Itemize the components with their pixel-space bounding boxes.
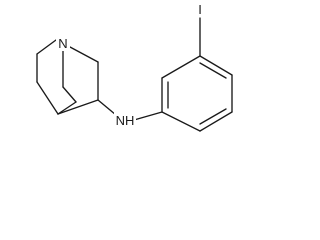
bond-r5-r6-inner (199, 108, 227, 125)
quinuclidine-ring (36, 39, 99, 115)
bond-cd-c4 (57, 101, 77, 115)
bond-cb-c4 (36, 81, 59, 115)
bond-cc-cd (62, 86, 77, 103)
amine-linker (97, 99, 163, 121)
mask-amine (114, 112, 136, 128)
bond-n1-ca (36, 39, 57, 55)
atom-labels: N NH I (56, 1, 205, 128)
mask-bridgehead-n (56, 36, 70, 51)
bond-c3-nh (97, 99, 117, 116)
mask-iodine (195, 1, 205, 17)
iodine-label: I (198, 2, 202, 17)
bond-r3-r4-inner (199, 62, 227, 79)
bond-r5-r6 (199, 111, 233, 132)
structure-diagram: N NH I (36, 1, 233, 132)
bond-r2-r3 (161, 55, 201, 79)
bond-n1-c2 (69, 46, 99, 63)
iodophenyl-ring (161, 17, 233, 132)
amine-label: NH (116, 113, 135, 128)
bond-r3-r4 (199, 55, 233, 76)
bond-nh-ring (133, 111, 163, 121)
nitrogen-label: N (58, 36, 67, 51)
bond-c3-c4 (57, 99, 99, 115)
bond-r6-r1 (161, 111, 201, 132)
